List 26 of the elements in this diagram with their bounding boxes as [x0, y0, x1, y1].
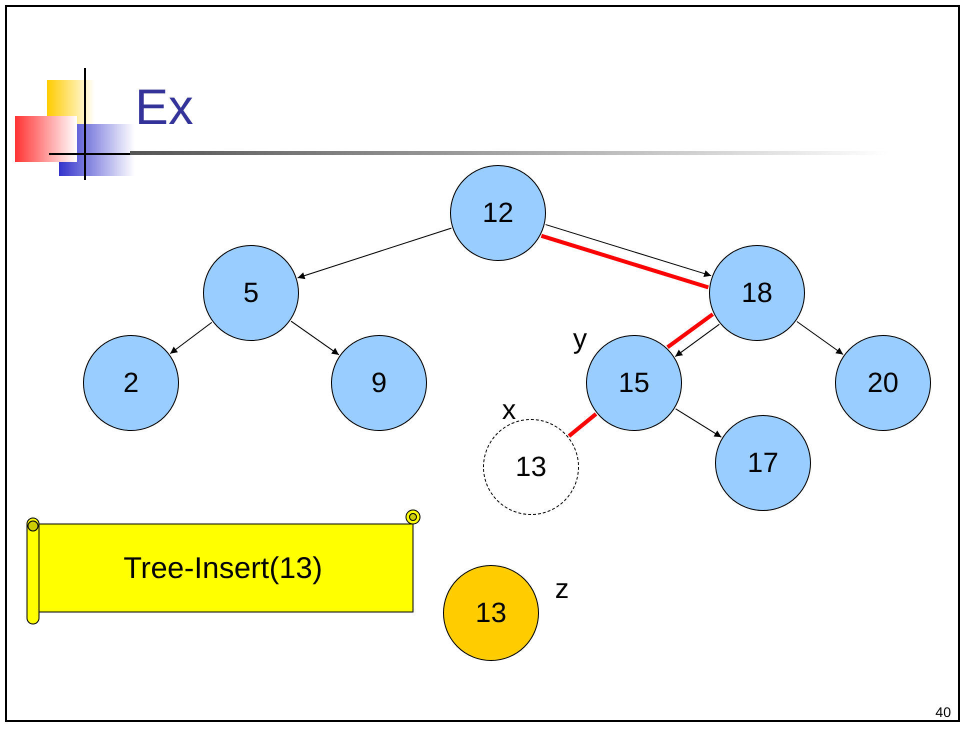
- path-line: [540, 234, 709, 290]
- slide-number: 40: [935, 703, 951, 722]
- arrow: [290, 320, 340, 356]
- variable-label: z: [555, 575, 569, 603]
- procedure-call: Tree-Insert(13): [124, 550, 322, 586]
- node-key: 5: [243, 272, 259, 314]
- node-key: 12: [482, 192, 514, 234]
- path-line: [666, 312, 714, 349]
- node-key: 13: [515, 446, 547, 488]
- node-key: 9: [371, 362, 387, 404]
- variable-label: y: [573, 325, 587, 353]
- arrow: [674, 324, 720, 358]
- path-line: [568, 412, 598, 438]
- node-key: 13: [475, 592, 507, 634]
- arrow: [545, 224, 712, 277]
- variable-label: x: [502, 396, 516, 424]
- node-key: 15: [618, 362, 650, 404]
- slide-title: Ex: [135, 82, 194, 132]
- arrow: [297, 228, 452, 280]
- arrow: [675, 408, 722, 438]
- node-key: 20: [867, 362, 899, 404]
- node-key: 2: [123, 362, 139, 404]
- node-key: 18: [741, 272, 773, 314]
- arrow: [170, 322, 212, 354]
- node-key: 17: [747, 442, 779, 484]
- arrow: [796, 320, 844, 356]
